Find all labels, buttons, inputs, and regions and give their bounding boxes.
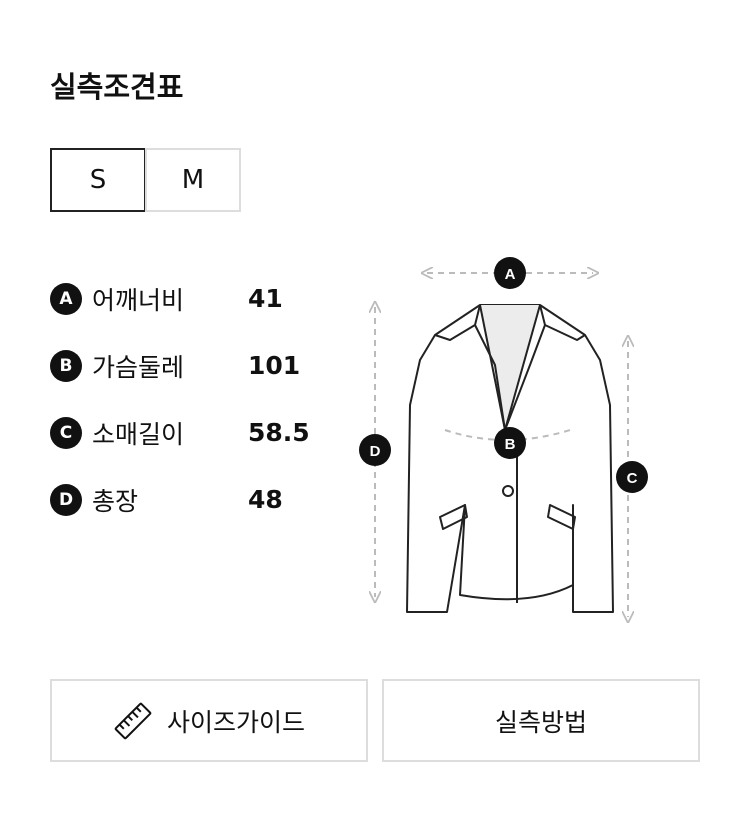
measure-method-label: 실측방법 [494,707,587,737]
measurement-label: 총장 [92,486,139,516]
svg-text:B: B [505,436,516,453]
size-tab-s[interactable]: S [50,148,146,212]
marker-a-icon: A [494,257,526,289]
badge-d: D [50,483,82,516]
badge-a: A [50,282,82,315]
measurement-row-b: B 가슴둘레 101 [50,349,310,382]
size-tabs: S M [50,148,241,212]
measurement-value: 58.5 [248,418,310,447]
jacket-outline-icon [406,304,614,613]
measurement-label: 어깨너비 [92,285,185,315]
measurement-value: 101 [248,351,301,380]
ruler-icon [113,701,153,741]
measure-method-button[interactable]: 실측방법 [382,679,700,762]
svg-text:A: A [505,266,516,283]
marker-b-icon: B [494,427,526,459]
measurement-value: 41 [248,284,283,313]
measurement-row-a: A 어깨너비 41 [50,282,310,315]
marker-c-icon: C [616,461,648,493]
svg-text:C: C [627,470,638,487]
measurement-row-d: D 총장 48 [50,483,310,516]
measurement-value: 48 [248,485,283,514]
size-guide-label: 사이즈가이드 [166,707,305,737]
size-guide-button[interactable]: 사이즈가이드 [50,679,368,762]
size-tab-m[interactable]: M [145,148,241,212]
measurement-row-c: C 소매길이 58.5 [50,416,310,449]
chest-measure-line [444,429,571,441]
svg-text:D: D [370,443,381,460]
badge-c: C [50,416,82,449]
jacket-diagram: A B C D [359,257,648,630]
measurement-label: 소매길이 [92,419,185,449]
page-title: 실측조견표 [50,70,184,104]
measurement-label: 가슴둘레 [92,352,185,382]
marker-d-icon: D [359,434,391,466]
badge-b: B [50,349,82,382]
measurement-list: A 어깨너비 41 B 가슴둘레 101 C 소매길이 58.5 D 총장 48 [50,282,310,550]
